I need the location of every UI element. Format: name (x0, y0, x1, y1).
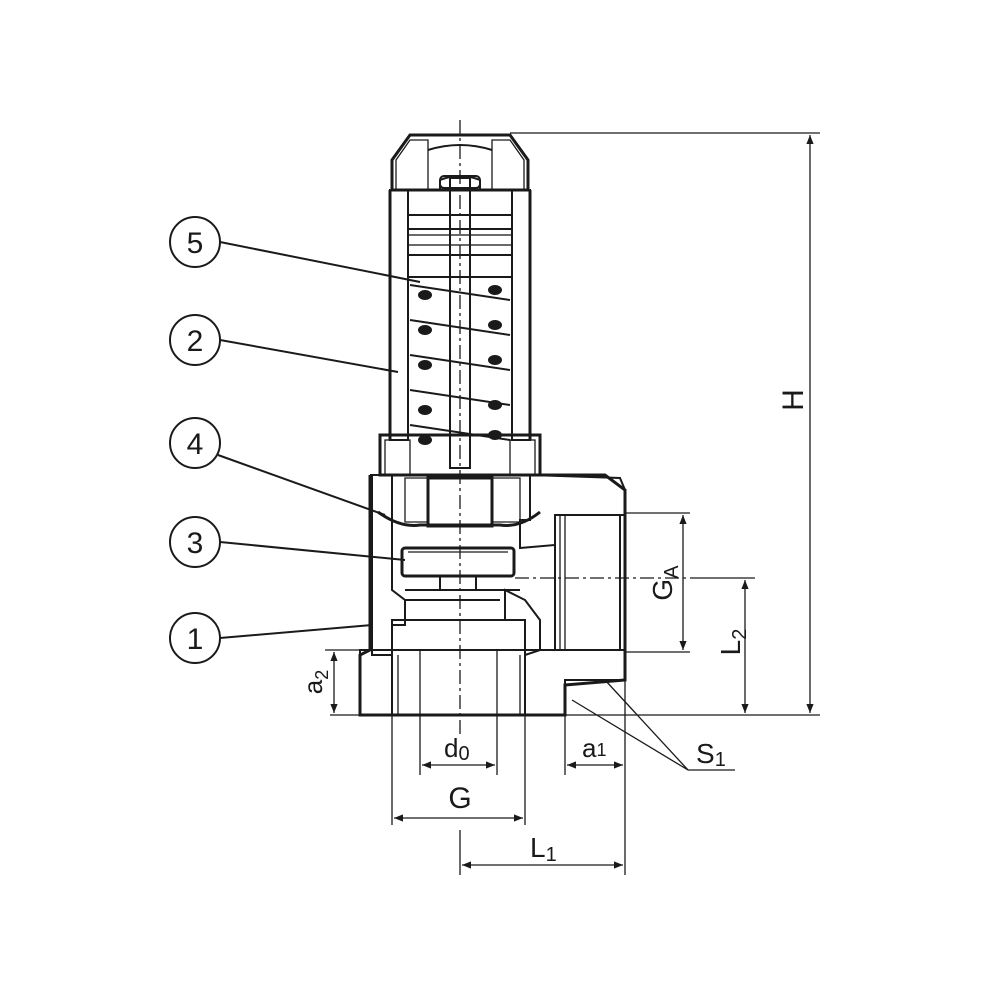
dim-S1-label: S1 (696, 738, 726, 771)
dim-d0-label: d0 (444, 733, 470, 765)
callout-2-label: 2 (187, 325, 204, 358)
callout-3-label: 3 (187, 527, 204, 560)
dim-a2-label: a2 (298, 670, 332, 694)
dim-GA-label: GA (647, 565, 683, 601)
dim-G-label: G (448, 782, 471, 815)
guide-and-disc (377, 476, 541, 591)
callout-4-label: 4 (187, 428, 204, 461)
valve-body (358, 473, 627, 717)
callout-5-label: 5 (187, 227, 204, 260)
callout-1: 1 (169, 612, 373, 664)
dim-H-label: H (777, 389, 810, 411)
callout-5: 5 (169, 216, 421, 283)
dim-a1-label: a1 (582, 733, 606, 763)
callout-1-label: 1 (187, 623, 204, 656)
dim-L2-label: L2 (715, 629, 751, 656)
dimension-lines (325, 132, 820, 875)
spindle (439, 120, 481, 735)
callout-4: 4 (169, 417, 386, 516)
callout-2: 2 (169, 314, 399, 373)
dim-L1-label: L1 (530, 832, 557, 866)
callout-3: 3 (169, 516, 406, 568)
